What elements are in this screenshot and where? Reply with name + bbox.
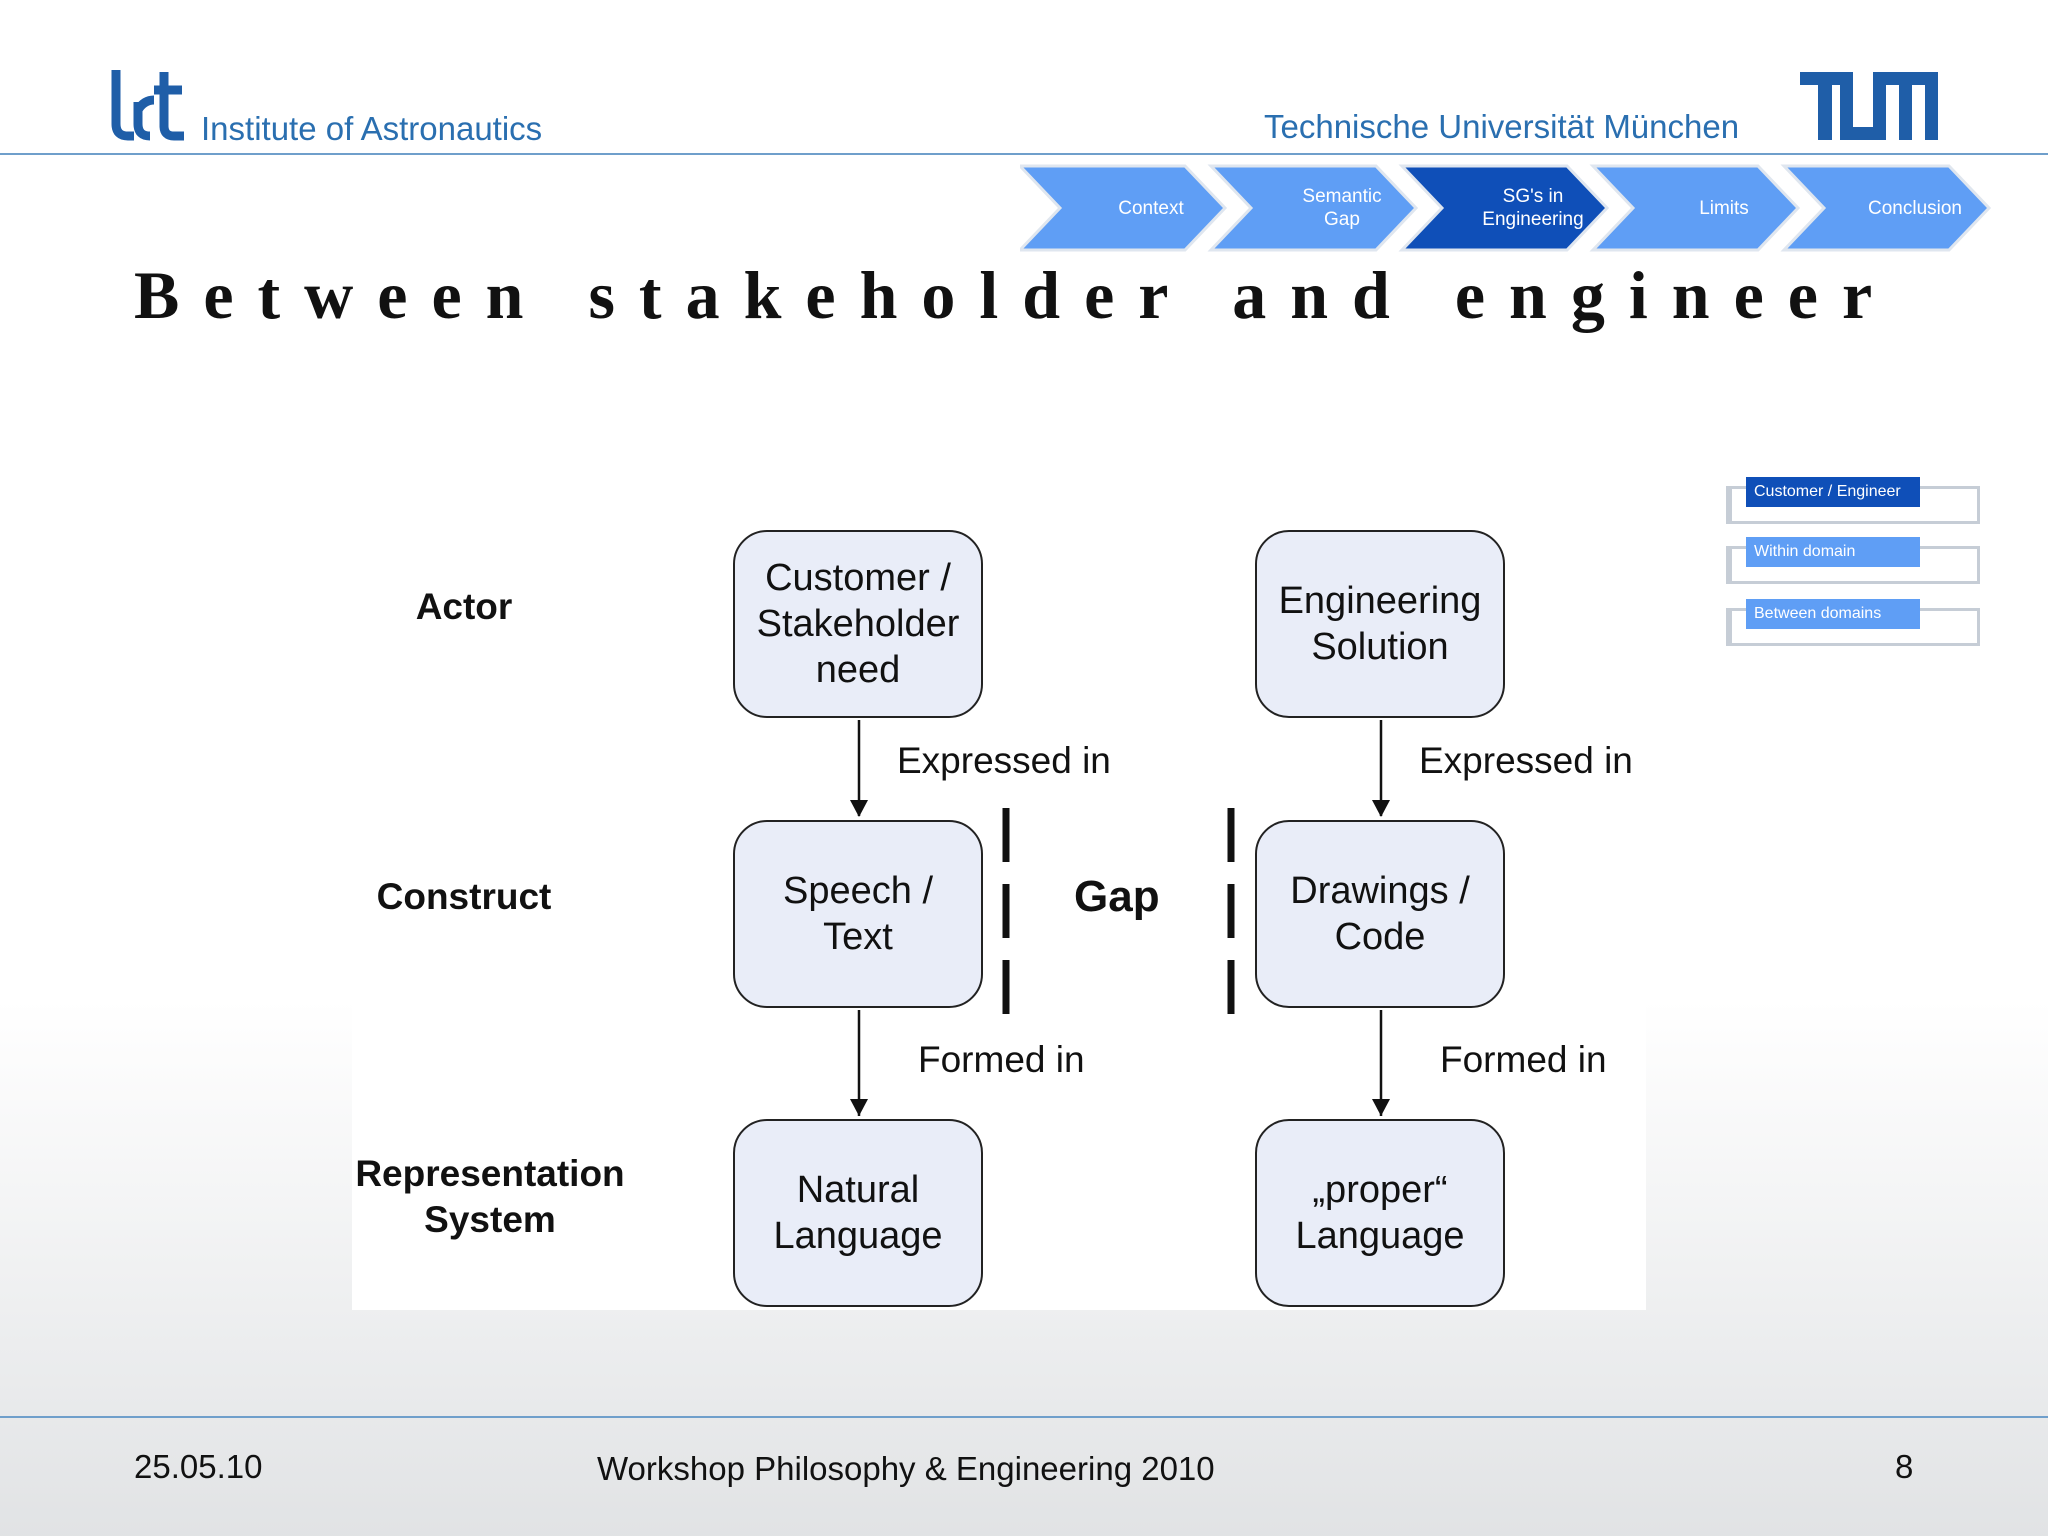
- nav-item-limits[interactable]: Limits: [1649, 164, 1799, 252]
- nav-chevron-limits[interactable]: [1589, 164, 1801, 252]
- legend-item-between-domains[interactable]: Between domains: [1726, 599, 1980, 646]
- node-drawings-code: Drawings / Code: [1255, 820, 1505, 1008]
- nav-label-limits: Limits: [1699, 197, 1749, 219]
- node-text-natural-language: Natural Language: [773, 1169, 943, 1257]
- nav-chevron-sgs-in-engineering[interactable]: [1398, 164, 1610, 252]
- nav-item-sgs-in-engineering[interactable]: SG's in Engineering: [1458, 164, 1608, 252]
- row-label-actor: Actor: [415, 586, 513, 627]
- legend-tag-between-domains: Between domains: [1746, 599, 1920, 629]
- node-engineering-solution: Engineering Solution: [1255, 530, 1505, 718]
- nav-item-context[interactable]: Context: [1076, 164, 1226, 252]
- footer-event: Workshop Philosophy & Engineering 2010: [597, 1450, 1215, 1487]
- nav-chevron-conclusion[interactable]: [1780, 164, 1992, 252]
- node-customer-stakeholder-need: Customer / Stakeholder need: [733, 530, 983, 718]
- legend-item-within-domain[interactable]: Within domain: [1726, 537, 1980, 584]
- node-text-engineering-solution: Engineering Solution: [1278, 580, 1482, 668]
- row-label-representation: Representation System: [355, 1153, 625, 1240]
- node-text-proper-language: „proper“ Language: [1295, 1169, 1465, 1257]
- institute-name: Institute of Astronautics: [201, 110, 543, 147]
- legend-tag-within-domain: Within domain: [1746, 537, 1920, 567]
- footer-date: 25.05.10: [134, 1448, 263, 1485]
- edge-label-right-expressed-in: Expressed in: [1419, 740, 1633, 781]
- nav-label-context: Context: [1118, 197, 1184, 219]
- section-nav: Context Semantic Gap SG's in Engineering…: [1020, 164, 2000, 252]
- gap-label: Gap: [1074, 872, 1160, 921]
- arrowhead-right-2: [1372, 1099, 1390, 1116]
- footer-page-number: 8: [1895, 1448, 1914, 1485]
- slide-title: Between stakeholder and engineer: [134, 257, 1897, 333]
- node-text-customer-stakeholder-need: Customer / Stakeholder need: [756, 557, 960, 691]
- university-name: Technische Universität München: [1264, 108, 1740, 145]
- nav-label-sgs-in-engineering: SG's in Engineering: [1482, 186, 1584, 230]
- nav-item-semantic-gap[interactable]: Semantic Gap: [1267, 164, 1417, 252]
- footer-divider: [0, 1416, 2048, 1418]
- tum-logo-icon: [1800, 72, 1938, 140]
- node-text-speech-text: Speech / Text: [783, 870, 933, 958]
- side-legend: Customer / Engineer Within domain Betwee…: [1726, 474, 1980, 654]
- row-label-construct: Construct: [376, 876, 552, 917]
- node-natural-language: Natural Language: [733, 1119, 983, 1307]
- arrowhead-left-1: [850, 800, 868, 817]
- arrowhead-right-1: [1372, 800, 1390, 817]
- nav-chevron-context[interactable]: [1020, 164, 1228, 252]
- legend-item-customer-engineer[interactable]: Customer / Engineer: [1726, 477, 1980, 524]
- edge-label-right-formed-in: Formed in: [1440, 1039, 1607, 1080]
- arrowhead-left-2: [850, 1099, 868, 1116]
- nav-item-conclusion[interactable]: Conclusion: [1840, 164, 1990, 252]
- header-divider: [0, 153, 2048, 155]
- edge-label-left-formed-in: Formed in: [918, 1039, 1085, 1080]
- node-proper-language: „proper“ Language: [1255, 1119, 1505, 1307]
- node-speech-text: Speech / Text: [733, 820, 983, 1008]
- node-text-drawings-code: Drawings / Code: [1290, 870, 1470, 958]
- lrt-logo-icon: [111, 70, 184, 141]
- nav-label-semantic-gap: Semantic Gap: [1302, 186, 1382, 230]
- nav-chevrons: [1020, 164, 1992, 252]
- edge-label-left-expressed-in: Expressed in: [897, 740, 1111, 781]
- legend-tag-customer-engineer: Customer / Engineer: [1746, 477, 1920, 507]
- nav-label-conclusion: Conclusion: [1868, 197, 1962, 219]
- nav-chevron-semantic-gap[interactable]: [1207, 164, 1419, 252]
